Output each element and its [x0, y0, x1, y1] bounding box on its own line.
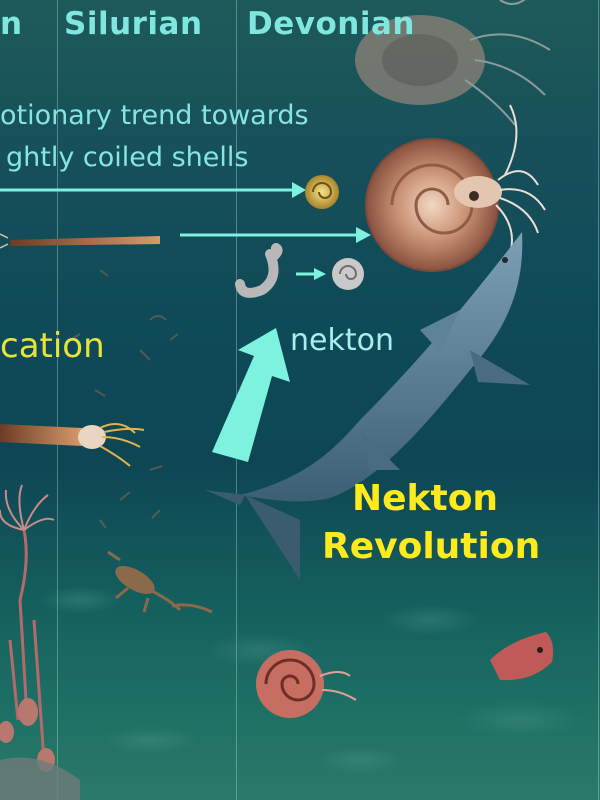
orthocone-illustration-upper: [0, 233, 160, 249]
fish-illustration: [490, 632, 554, 681]
coiling-sequence-illustration: [235, 243, 364, 298]
diversification-label: cation: [0, 326, 105, 366]
trend-text-line1: otionary trend towards: [0, 100, 309, 131]
trend-text-line2: ghtly coiled shells: [6, 142, 249, 173]
nekton-label: nekton: [290, 323, 394, 358]
trend-arrow-upper: [0, 182, 306, 198]
nekton-up-arrow: [212, 328, 290, 462]
period-divider-ordovician-silurian: [57, 0, 58, 800]
ammonite-illustration: [256, 650, 357, 718]
period-label-devonian: Devonian: [247, 6, 415, 42]
scattered-fossils: [69, 269, 179, 529]
small-coiled-shell-illustration: [305, 175, 339, 209]
period-label-ordovician: n: [0, 6, 23, 42]
seabed-rock: [0, 757, 80, 800]
eurypterid-illustration: [107, 550, 213, 614]
nekton-revolution-title-line2: Revolution: [322, 526, 541, 567]
ghost-ammonite-illustration: [355, 0, 551, 126]
nautilus-illustration: [365, 104, 546, 272]
nekton-revolution-title-line1: Nekton: [352, 478, 499, 519]
period-label-silurian: Silurian: [64, 6, 203, 42]
crinoid-illustration: [0, 484, 55, 772]
shark-illustration: [205, 232, 530, 580]
orthocone-illustration-lower: [0, 423, 145, 467]
period-divider-right: [598, 0, 599, 800]
trend-arrow-lower: [180, 227, 371, 243]
